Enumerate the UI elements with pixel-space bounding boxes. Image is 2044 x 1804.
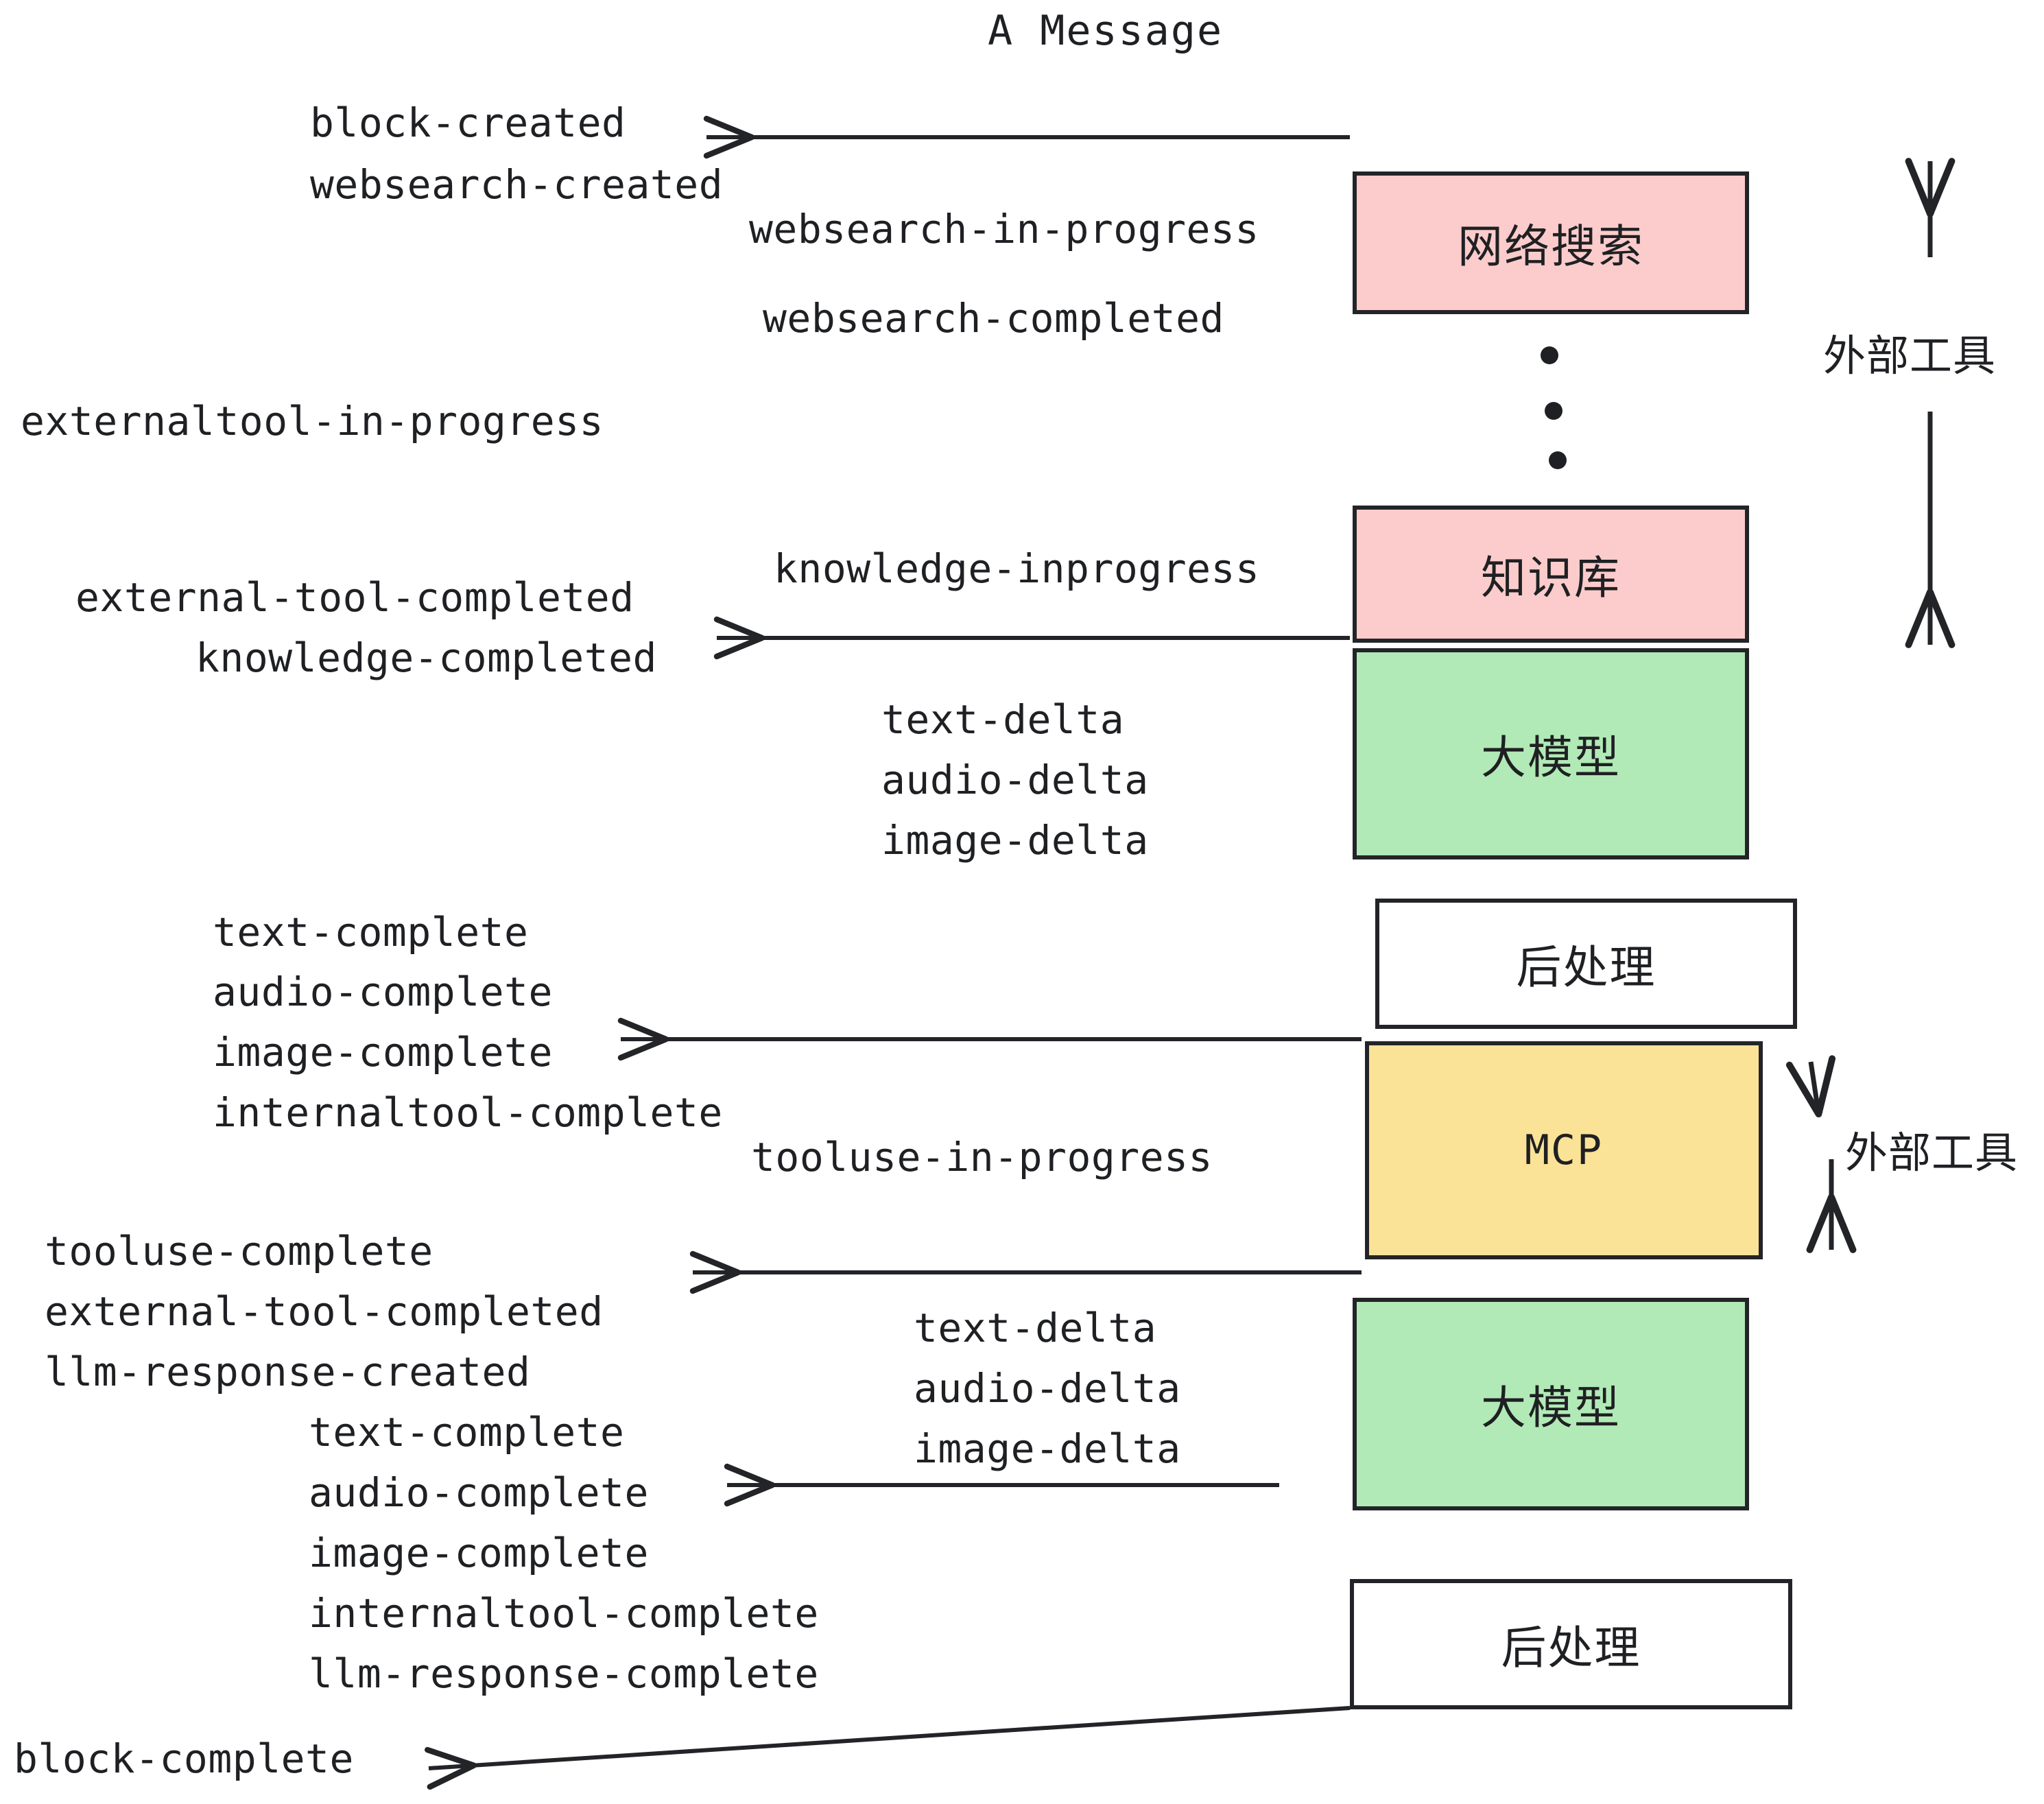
node-postprocessing-1-label: 后处理: [1516, 941, 1656, 994]
node-mcp-label: MCP: [1524, 1126, 1604, 1174]
node-llm-2-label: 大模型: [1481, 1381, 1621, 1434]
node-llm-1[interactable]: 大模型: [1353, 648, 1749, 859]
event-label-text-delta-2: text-delta: [914, 1305, 1157, 1351]
event-label-websearch-in-progress: websearch-in-progress: [749, 206, 1259, 252]
event-label-externaltool-in-progress: externaltool-in-progress: [21, 398, 604, 444]
event-label-knowledge-completed: knowledge-completed: [195, 634, 657, 681]
event-label-block-complete: block-complete: [14, 1735, 354, 1782]
event-label-websearch-completed: websearch-completed: [763, 295, 1224, 342]
event-label-tooluse-in-progress: tooluse-in-progress: [751, 1134, 1213, 1180]
event-label-audio-delta-1: audio-delta: [881, 757, 1149, 803]
node-llm-2[interactable]: 大模型: [1353, 1298, 1749, 1510]
ellipsis-dot: [1541, 346, 1558, 364]
event-label-audio-delta-2: audio-delta: [914, 1365, 1181, 1412]
event-label-llm-response-complete: llm-response-complete: [309, 1650, 819, 1697]
event-label-text-complete-1: text-complete: [213, 909, 529, 956]
event-label-websearch-created: websearch-created: [310, 161, 724, 208]
event-label-image-delta-1: image-delta: [881, 817, 1149, 864]
diagram-title: A Message: [988, 7, 1224, 55]
node-knowledge-label: 知识库: [1481, 551, 1621, 604]
node-postprocessing-2[interactable]: 后处理: [1350, 1579, 1792, 1709]
ellipsis-dot: [1549, 451, 1567, 469]
arrow-external-tools-up-bottom: [1785, 1055, 1836, 1118]
event-label-block-created: block-created: [310, 99, 626, 146]
event-label-knowledge-inprogress: knowledge-inprogress: [774, 545, 1260, 592]
event-label-internaltool-complete-2: internaltool-complete: [309, 1590, 819, 1637]
node-websearch-label: 网络搜索: [1458, 220, 1644, 273]
event-label-image-complete-1: image-complete: [213, 1029, 553, 1076]
event-label-audio-complete-1: audio-complete: [213, 969, 553, 1015]
node-postprocessing-2-label: 后处理: [1501, 1622, 1641, 1674]
node-websearch[interactable]: 网络搜索: [1353, 171, 1749, 314]
event-label-text-delta-1: text-delta: [881, 696, 1125, 743]
node-mcp[interactable]: MCP: [1365, 1041, 1763, 1259]
event-label-audio-complete-2: audio-complete: [309, 1469, 649, 1516]
annotation-external-tools-bottom: 外部工具: [1845, 1128, 2019, 1178]
event-label-image-complete-2: image-complete: [309, 1530, 649, 1576]
ellipsis-dot: [1545, 402, 1562, 420]
arrow-postprocessing-to-block-complete: [425, 1706, 1351, 1790]
event-label-text-complete-2: text-complete: [309, 1409, 625, 1456]
node-knowledge[interactable]: 知识库: [1353, 506, 1749, 643]
node-postprocessing-1[interactable]: 后处理: [1375, 899, 1797, 1029]
event-label-llm-response-created: llm-response-created: [45, 1349, 531, 1395]
event-label-image-delta-2: image-delta: [914, 1425, 1181, 1472]
event-label-internaltool-complete-1: internaltool-complete: [213, 1089, 723, 1136]
node-llm-1-label: 大模型: [1481, 731, 1621, 784]
event-label-external-tool-completed-1: external-tool-completed: [75, 574, 634, 621]
event-label-tooluse-complete: tooluse-complete: [45, 1228, 433, 1274]
event-label-external-tool-completed-2: external-tool-completed: [45, 1288, 604, 1335]
annotation-external-tools-top: 外部工具: [1823, 331, 1997, 381]
